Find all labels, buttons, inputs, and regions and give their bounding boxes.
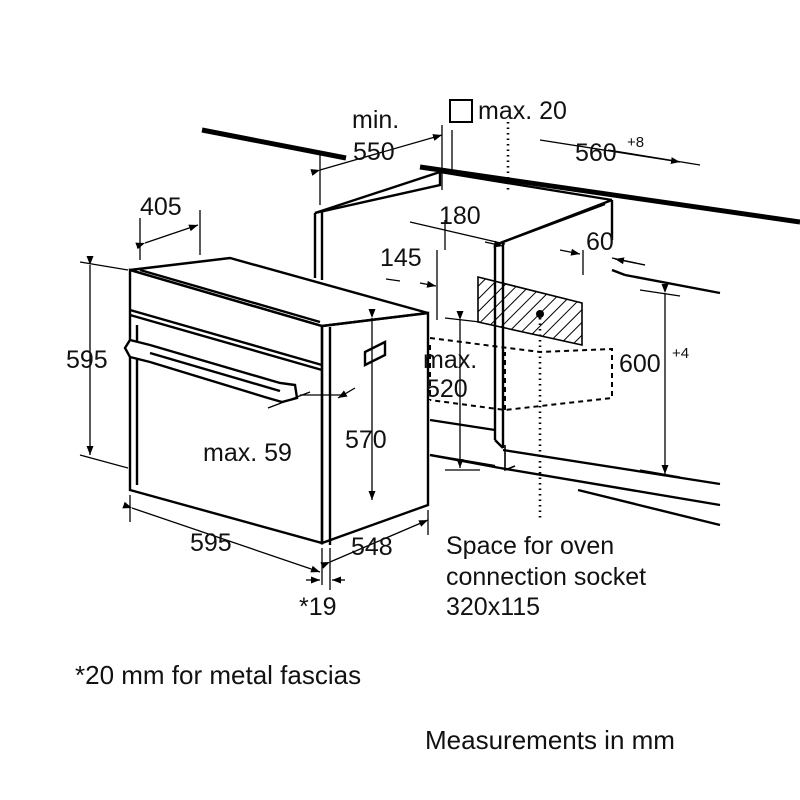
oven-side <box>320 311 430 545</box>
label-max-20: max. 20 <box>478 97 567 125</box>
label-548: 548 <box>351 533 393 561</box>
dim-560-line <box>539 139 681 165</box>
dim-548-line <box>320 519 429 569</box>
socket-center-dot <box>536 310 544 318</box>
label-550: 550 <box>353 138 395 166</box>
label-520: 520 <box>426 375 468 403</box>
dim-595-width-line <box>122 501 321 573</box>
label-min: min. <box>352 106 399 134</box>
label-180: 180 <box>439 202 481 230</box>
dim-550-line <box>310 134 443 176</box>
worktop-left <box>201 127 347 161</box>
worktop-right <box>419 164 800 225</box>
dim-405-line <box>135 224 199 250</box>
hidden-outline <box>429 337 613 412</box>
socket-note-line-3: 320x115 <box>446 593 540 621</box>
footnote-metal-fascias: *20 mm for metal fascias <box>75 660 361 690</box>
oven-front <box>128 268 324 545</box>
label-595-width: 595 <box>190 529 232 557</box>
socket-note-line-1: Space for oven <box>446 532 614 560</box>
oven <box>123 256 430 545</box>
label-570: 570 <box>345 426 387 454</box>
square-symbol-icon <box>449 99 473 123</box>
label-19: *19 <box>299 593 337 621</box>
label-405: 405 <box>140 193 182 221</box>
label-560-tolerance: +8 <box>627 134 644 151</box>
label-60: 60 <box>586 228 614 256</box>
label-560: 560 <box>575 139 617 167</box>
label-600-tolerance: +4 <box>672 345 689 362</box>
label-145: 145 <box>380 244 422 272</box>
socket-note-line-2: connection socket <box>446 563 646 591</box>
socket-area <box>477 275 583 346</box>
control-panel-line <box>129 313 323 372</box>
label-595-height: 595 <box>66 346 108 374</box>
dimension-lines <box>79 125 701 590</box>
units-note: Measurements in mm <box>425 725 675 755</box>
label-max-59: max. 59 <box>203 439 292 467</box>
label-600: 600 <box>619 350 661 378</box>
label-max: max. <box>423 346 477 374</box>
